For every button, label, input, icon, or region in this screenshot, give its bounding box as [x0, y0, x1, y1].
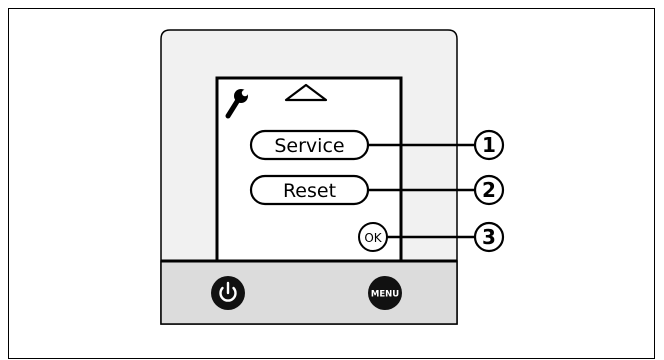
- callout-1: 1: [473, 129, 505, 161]
- callout-1-number: 1: [482, 133, 496, 157]
- reset-button-label: Reset: [283, 180, 336, 202]
- callout-3-number: 3: [482, 225, 496, 249]
- service-button[interactable]: Service: [249, 129, 370, 161]
- power-icon: [219, 281, 237, 302]
- up-arrow-icon[interactable]: [284, 83, 328, 102]
- service-button-label: Service: [274, 135, 344, 157]
- button-panel: [160, 260, 458, 325]
- menu-button[interactable]: MENU: [368, 276, 402, 310]
- ok-button[interactable]: OK: [358, 222, 388, 252]
- ok-button-label: OK: [364, 231, 382, 245]
- callout-2: 2: [473, 174, 505, 206]
- menu-button-label: MENU: [371, 290, 399, 300]
- power-button[interactable]: [211, 276, 245, 310]
- wrench-icon: [225, 89, 249, 119]
- callout-3: 3: [473, 221, 505, 253]
- callout-2-number: 2: [482, 178, 496, 202]
- reset-button[interactable]: Reset: [249, 174, 370, 206]
